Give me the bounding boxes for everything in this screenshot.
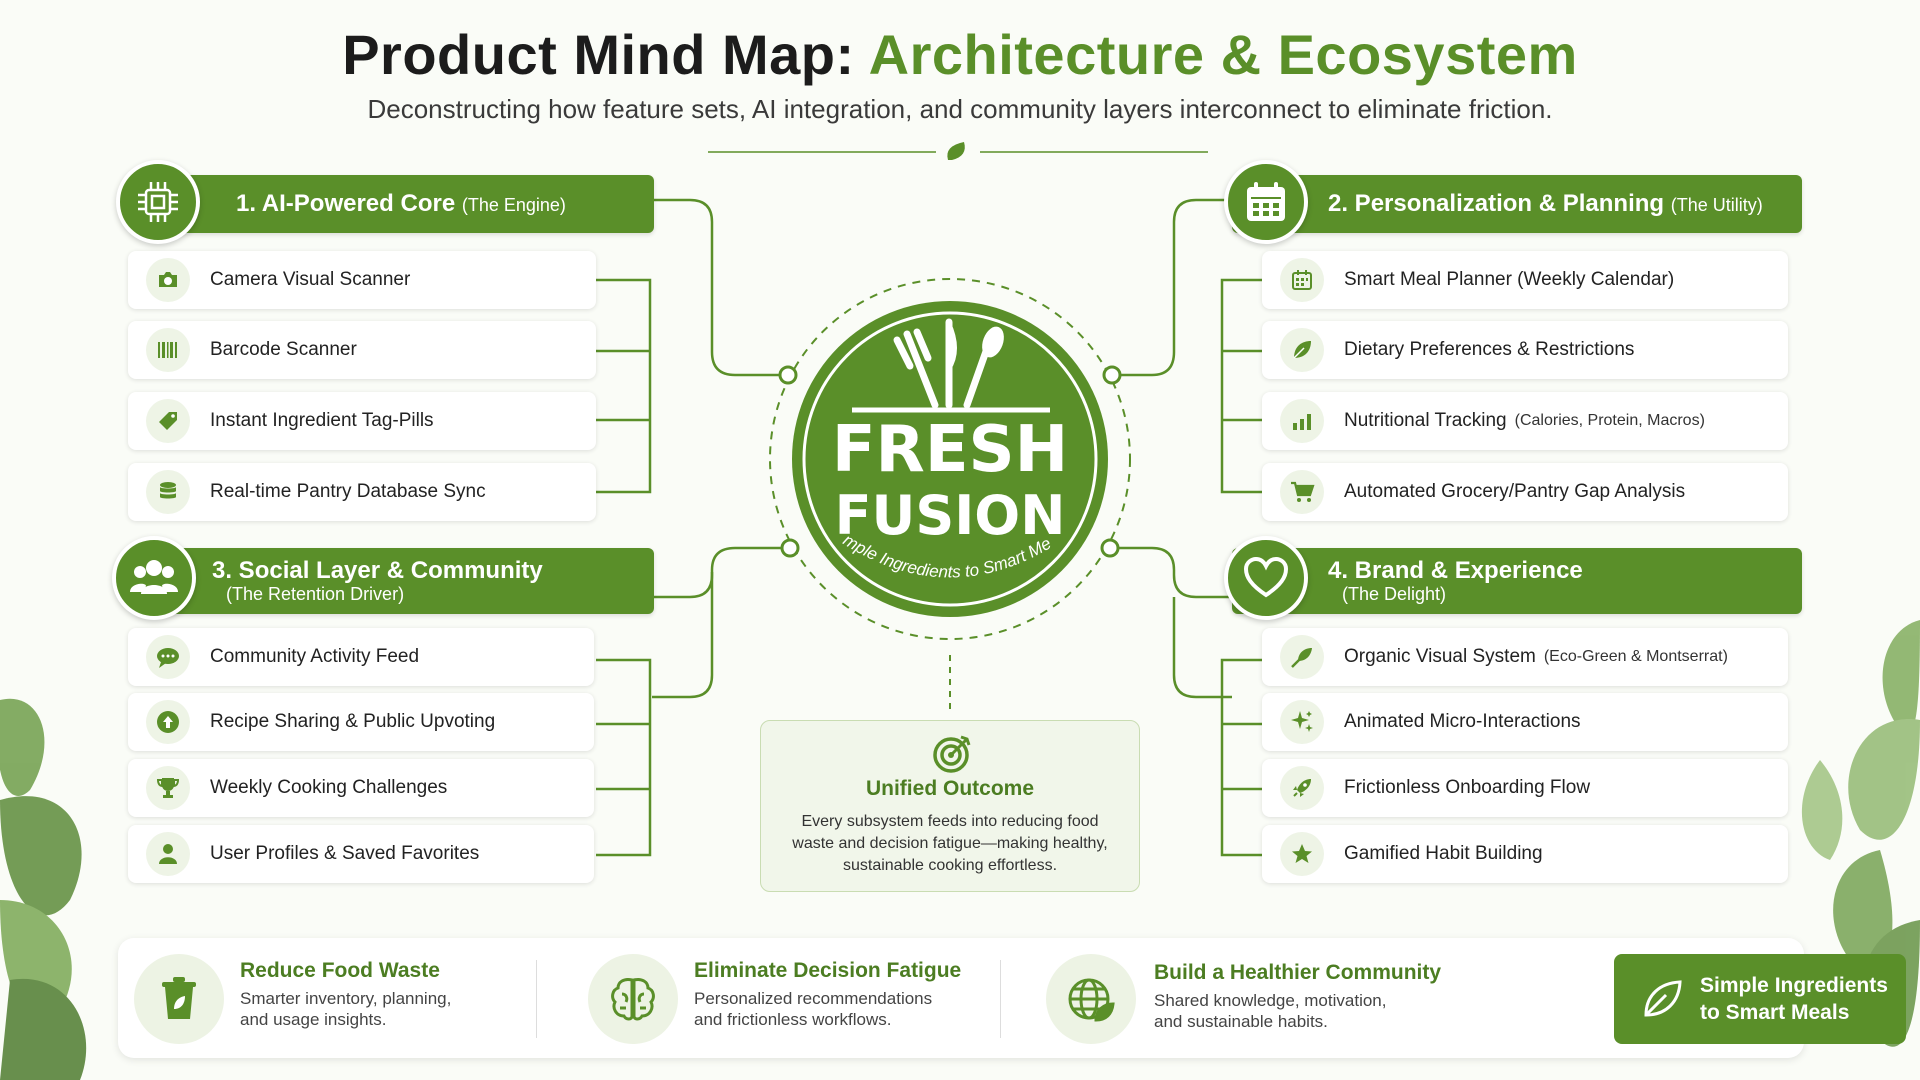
page-title: Product Mind Map: Architecture & Ecosyst… [0,22,1920,87]
upvote-icon [146,700,190,744]
calendar-small-icon [1280,258,1324,302]
section-title: 3. Social Layer & Community [212,557,543,584]
user-icon [146,832,190,876]
list-item[interactable]: Animated Micro-Interactions [1262,693,1788,751]
logo-line2: FUSION [834,484,1066,547]
benefit-text: Personalized recommendations and frictio… [694,989,933,1029]
item-note: (Calories, Protein, Macros) [1514,412,1705,429]
tagline-cta-button[interactable]: Simple Ingredients to Smart Meals [1614,954,1906,1044]
chip-icon [116,160,200,244]
leaf-icon [1280,328,1324,372]
leaf-icon [1644,980,1682,1017]
bar-chart-icon [1280,399,1324,443]
heart-icon [1224,536,1308,620]
item-label: Camera Visual Scanner [210,269,411,290]
barcode-icon [146,328,190,372]
trash-icon [134,954,224,1044]
tag-icon [146,399,190,443]
section-title: 2. Personalization & Planning [1328,190,1665,217]
outcome-title: Unified Outcome [865,777,1034,800]
globe-leaf-icon [1046,954,1136,1044]
section-subtitle: (The Delight) [1342,584,1447,604]
rocket-icon [1280,766,1324,810]
item-label: Barcode Scanner [210,339,357,360]
page-subtitle: Deconstructing how feature sets, AI inte… [367,94,1553,124]
list-item[interactable]: Weekly Cooking Challenges [128,759,594,817]
separator [1000,960,1001,1038]
item-label: Weekly Cooking Challenges [210,777,448,798]
section-subtitle: (The Engine) [461,195,566,215]
title-accent: Architecture & Ecosystem [868,23,1578,86]
item-label: Nutritional Tracking [1344,410,1507,431]
leaf-decoration-left [0,698,87,1080]
benefit-reduce-waste: Reduce Food Waste Smarter inventory, pla… [118,938,538,1058]
benefit-decision-fatigue: Eliminate Decision Fatigue Personalized … [558,938,978,1058]
list-item[interactable]: Instant Ingredient Tag-Pills [128,392,596,450]
users-icon [112,536,196,620]
logo-disc [792,301,1108,617]
section-subtitle: (The Utility) [1670,195,1763,215]
outcome-text: Every subsystem feeds into reducing food… [792,813,1108,874]
item-label: Real-time Pantry Database Sync [210,481,486,502]
benefit-title: Build a Healthier Community [1154,961,1442,984]
benefit-text: Shared knowledge, motivation, and sustai… [1154,991,1387,1031]
brain-icon [588,954,678,1044]
list-item[interactable]: Real-time Pantry Database Sync [128,463,596,521]
section-personalization-header[interactable]: 2. Personalization & Planning (The Utili… [1232,175,1802,233]
camera-icon [146,258,190,302]
item-label: Gamified Habit Building [1344,843,1543,864]
benefit-text: Smarter inventory, planning, and usage i… [240,989,452,1029]
section-social-header[interactable]: 3. Social Layer & Community (The Retenti… [136,548,654,614]
item-label: Smart Meal Planner (Weekly Calendar) [1344,269,1675,290]
item-label: Organic Visual System [1344,646,1536,667]
item-label: Community Activity Feed [210,646,420,667]
item-label: Recipe Sharing & Public Upvoting [210,711,496,732]
list-item[interactable]: Barcode Scanner [128,321,596,379]
item-label: User Profiles & Saved Favorites [210,843,480,864]
benefits-strip: Reduce Food Waste Smarter inventory, pla… [118,938,1906,1058]
list-item[interactable]: User Profiles & Saved Favorites [128,825,594,883]
item-label: Dietary Preferences & Restrictions [1344,339,1635,360]
list-item[interactable]: Camera Visual Scanner [128,251,596,309]
benefit-title: Eliminate Decision Fatigue [694,959,962,982]
section-subtitle: (The Retention Driver) [226,584,405,604]
item-label: Instant Ingredient Tag-Pills [210,410,434,431]
list-item[interactable]: Recipe Sharing & Public Upvoting [128,693,594,751]
list-item[interactable]: Gamified Habit Building [1262,825,1788,883]
item-label: Frictionless Onboarding Flow [1344,777,1591,798]
logo-line1: FRESH [831,413,1069,487]
target-icon [933,735,971,773]
database-icon [146,470,190,514]
cta-text: Simple Ingredients to Smart Meals [1700,974,1888,1024]
title-divider [708,142,1208,160]
star-icon [1280,832,1324,876]
list-item[interactable]: Dietary Preferences & Restrictions [1262,321,1788,379]
benefit-title: Reduce Food Waste [240,959,440,982]
chat-icon [146,635,190,679]
section-ai-core-header[interactable]: 1. AI-Powered Core (The Engine) [136,175,654,233]
item-label: Automated Grocery/Pantry Gap Analysis [1344,481,1686,502]
item-note: (Eco-Green & Montserrat) [1543,648,1728,665]
list-item[interactable]: Automated Grocery/Pantry Gap Analysis [1262,463,1788,521]
calendar-icon [1224,160,1308,244]
list-item[interactable]: Frictionless Onboarding Flow [1262,759,1788,817]
title-main: Product Mind Map: [342,23,869,86]
trophy-icon [146,766,190,810]
benefit-healthier-community: Build a Healthier Community Shared knowl… [1018,938,1578,1058]
list-item[interactable]: Community Activity Feed [128,628,594,686]
section-title: 1. AI-Powered Core [236,190,456,217]
list-item[interactable]: Organic Visual System (Eco-Green & Monts… [1262,628,1788,686]
separator [536,960,537,1038]
section-brand-header[interactable]: 4. Brand & Experience (The Delight) [1232,548,1802,614]
item-label: Animated Micro-Interactions [1344,711,1581,732]
cart-icon [1280,470,1324,514]
leaf-brush-icon [1280,635,1324,679]
section-title: 4. Brand & Experience [1328,557,1583,584]
sparkle-icon [1280,700,1324,744]
list-item[interactable]: Smart Meal Planner (Weekly Calendar) [1262,251,1788,309]
unified-outcome-card: Unified Outcome Every subsystem feeds in… [760,720,1140,892]
list-item[interactable]: Nutritional Tracking (Calories, Protein,… [1262,392,1788,450]
